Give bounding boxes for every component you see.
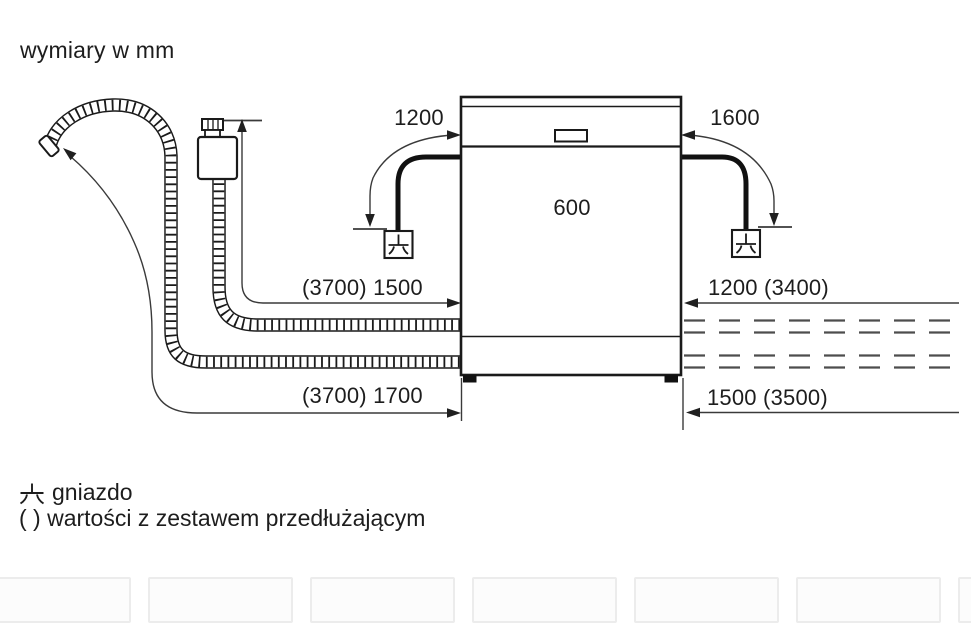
installation-diagram bbox=[38, 95, 964, 430]
dim-leader-supply bbox=[241, 131, 450, 304]
dim-leader-1600 bbox=[688, 134, 775, 213]
product-dimension-image: wymiary w mm 1200 1600 600 (3700) 1500 1… bbox=[0, 37, 971, 623]
door-handle bbox=[554, 129, 588, 143]
gallery-thumbnail[interactable] bbox=[472, 577, 617, 623]
dishwasher-foot-right bbox=[664, 375, 678, 383]
power-cable-right bbox=[681, 154, 749, 230]
power-cable-left bbox=[395, 154, 461, 231]
supply-hose bbox=[212, 176, 462, 332]
socket-icon bbox=[383, 229, 414, 260]
gallery-thumbnail[interactable] bbox=[310, 577, 455, 623]
dim-label-width: 600 bbox=[545, 196, 599, 220]
hose-end-cap bbox=[38, 134, 60, 158]
dim-label-drain-hose: (3700) 1700 bbox=[302, 383, 423, 408]
dim-label-right-bottom: 1500 (3500) bbox=[707, 385, 828, 410]
legend-parentheses-label: ( ) wartości z zestawem przedłużającym bbox=[19, 505, 426, 531]
dim-leader-1200 bbox=[369, 134, 454, 215]
legend-socket-label: gniazdo bbox=[52, 479, 133, 505]
gallery-thumbnail[interactable] bbox=[148, 577, 293, 623]
dim-label-cable-left: 1200 bbox=[394, 105, 444, 130]
aquastop-valve bbox=[196, 118, 239, 181]
socket-icon bbox=[730, 228, 762, 259]
gallery-thumbnail[interactable] bbox=[796, 577, 941, 623]
dim-leader-drain bbox=[69, 155, 450, 414]
gallery-thumbnail[interactable] bbox=[0, 577, 131, 623]
dishwasher-body bbox=[459, 95, 683, 383]
dishwasher-foot-left bbox=[463, 375, 477, 383]
dim-label-right-top: 1200 (3400) bbox=[708, 275, 829, 300]
dashed-hose-extension bbox=[684, 319, 964, 369]
dim-label-cable-right: 1600 bbox=[710, 105, 760, 130]
diagram-title: wymiary w mm bbox=[20, 37, 175, 63]
socket-icon bbox=[19, 483, 45, 505]
gallery-thumbnail[interactable] bbox=[634, 577, 779, 623]
drain-hose bbox=[43, 98, 462, 369]
gallery-thumbnail[interactable] bbox=[958, 577, 971, 623]
dim-label-supply-hose: (3700) 1500 bbox=[302, 275, 423, 300]
